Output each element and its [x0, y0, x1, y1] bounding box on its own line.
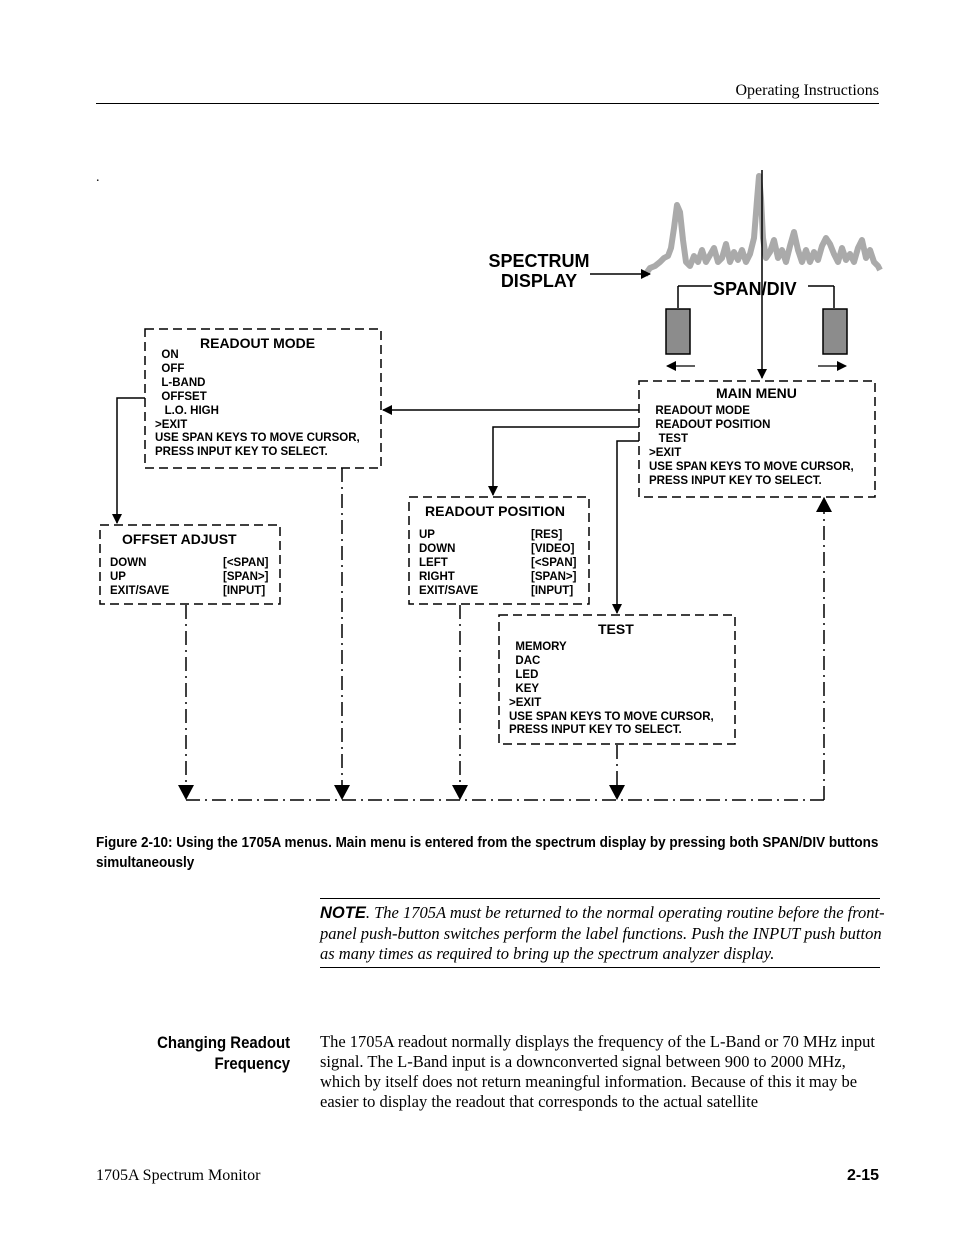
- offset-adjust-keys: [<SPAN] [SPAN>] [INPUT]: [223, 557, 269, 597]
- stray-mark: .: [96, 170, 100, 185]
- span-right-button: [822, 308, 848, 355]
- running-header: Operating Instructions: [735, 82, 879, 99]
- section-heading-line1: Changing Readout: [157, 1033, 290, 1052]
- section-heading: Changing Readout Frequency: [157, 1032, 290, 1074]
- readout-position-keys: [RES] [VIDEO] [<SPAN] [SPAN>] [INPUT]: [531, 529, 577, 597]
- readout-position-title: READOUT POSITION: [425, 503, 566, 519]
- note-text: . The 1705A must be returned to the norm…: [320, 903, 885, 963]
- figure-caption: Figure 2-10: Using the 1705A menus. Main…: [96, 834, 879, 871]
- main-menu-box: [638, 380, 876, 498]
- header-rule: [96, 103, 879, 104]
- readout-position-box: [408, 496, 590, 605]
- page-number: 2-15: [846, 1167, 879, 1184]
- test-items: MEMORY DAC LED KEY >EXIT USE SPAN KEYS T…: [509, 641, 714, 737]
- offset-adjust-title: OFFSET ADJUST: [122, 531, 237, 547]
- note-top-rule: [320, 898, 880, 899]
- span-left-button: [665, 308, 691, 355]
- readout-mode-items: ON OFF L-BAND OFFSET L.O. HIGH >EXIT USE…: [155, 349, 360, 459]
- spectrum-display-label: SPECTRUM DISPLAY: [486, 251, 592, 291]
- spectrum-label-line1: SPECTRUM: [488, 251, 590, 271]
- spectrum-trace: [642, 173, 883, 277]
- span-div-label: SPAN/DIV: [713, 279, 797, 299]
- test-title: TEST: [598, 621, 634, 637]
- readout-mode-title: READOUT MODE: [200, 335, 316, 351]
- note-block: NOTE. The 1705A must be returned to the …: [320, 903, 885, 965]
- main-menu-items: READOUT MODE READOUT POSITION TEST >EXIT…: [649, 405, 854, 487]
- section-heading-line2: Frequency: [214, 1054, 290, 1073]
- footer-title: 1705A Spectrum Monitor: [96, 1167, 261, 1184]
- readout-position-actions: UP DOWN LEFT RIGHT EXIT/SAVE: [419, 529, 479, 597]
- section-body: The 1705A readout normally displays the …: [320, 1032, 875, 1111]
- offset-adjust-box: [99, 524, 281, 605]
- spectrum-label-line2: DISPLAY: [500, 271, 578, 291]
- note-label: NOTE: [320, 904, 366, 922]
- main-menu-title: MAIN MENU: [716, 385, 797, 401]
- note-bottom-rule: [320, 967, 880, 968]
- test-box: [498, 614, 736, 745]
- offset-adjust-actions: DOWN UP EXIT/SAVE: [110, 557, 170, 597]
